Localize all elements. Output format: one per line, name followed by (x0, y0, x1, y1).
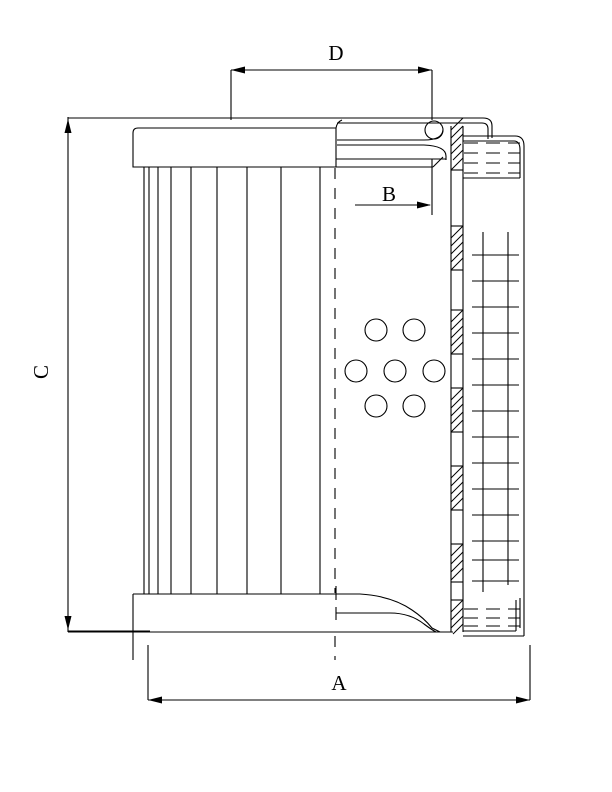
dimension-d-arrow-right (418, 66, 432, 74)
mesh-screen-pattern (472, 232, 519, 592)
bypass-hole (422, 359, 446, 383)
dimension-a-group (147, 645, 531, 704)
dimension-b-group (355, 159, 433, 215)
dimension-c-arrow-top (64, 119, 72, 133)
bypass-hole (383, 359, 407, 383)
bottom-cap-outer-curve (336, 593, 441, 633)
bypass-hole-pattern (344, 318, 446, 418)
bypass-hole (364, 394, 388, 418)
o-ring-seal (424, 120, 444, 140)
top-flange-inner-bend (481, 122, 489, 139)
upper-fluid-dash-region (464, 142, 520, 174)
bypass-hole (364, 318, 388, 342)
top-end-cap (132, 127, 337, 168)
dimension-label-b: B (382, 182, 396, 206)
dimension-b-arrow-right (417, 201, 431, 209)
dimension-a-arrow-right (516, 696, 530, 704)
lower-fluid-dash-region (464, 608, 520, 627)
lower-right-shell-lip (463, 598, 524, 637)
shell-lip-right-wall (514, 135, 525, 636)
dimension-d-arrow-left (231, 66, 245, 74)
dimension-c-arrow-bottom (64, 616, 72, 630)
top-cap-bottom-bevel (432, 156, 444, 168)
bypass-hole (402, 318, 426, 342)
shell-lip-inner-wall (513, 140, 521, 178)
seal-column-segment-dividers (451, 169, 463, 601)
top-flange-right-bend (482, 117, 493, 138)
bypass-hole (344, 359, 368, 383)
dimension-label-a: A (331, 671, 347, 695)
dimension-a-arrow-left (148, 696, 162, 704)
bypass-hole (402, 394, 426, 418)
hatched-seal-column (450, 117, 464, 635)
bottom-end-cap (68, 586, 453, 660)
dimension-label-d: D (328, 41, 343, 65)
upper-right-shell-lip (463, 135, 525, 636)
dimension-d-group (230, 66, 433, 120)
top-cap-upper-fillet (335, 119, 343, 129)
filter-pleat-lines (143, 167, 321, 594)
dimension-label-c: C (29, 365, 53, 379)
top-channel-right-curve-lower (423, 144, 447, 160)
bottom-cap-inner-curve (336, 612, 437, 633)
